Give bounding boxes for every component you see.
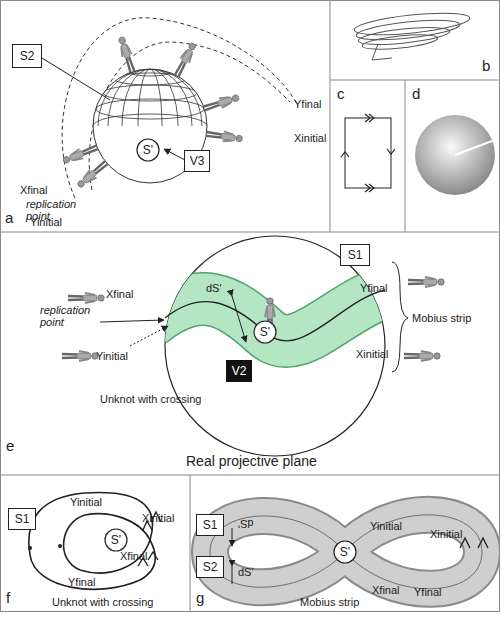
frame	[330, 0, 331, 232]
circled-symbol: S'	[136, 138, 160, 162]
leader-line	[42, 58, 110, 100]
text-label: replication point	[40, 304, 102, 328]
leader-arrow	[164, 149, 185, 160]
symbol-label: V3	[190, 154, 205, 168]
leader-arrow	[100, 320, 164, 322]
frame	[405, 80, 406, 232]
replication-dot	[28, 546, 32, 550]
symbol-label: S'	[260, 325, 270, 339]
text-label: Yfinal	[414, 586, 442, 598]
mobius-strip	[210, 515, 482, 589]
symbol-label: S1	[348, 248, 363, 262]
boxed-symbol: S2	[12, 44, 42, 68]
text-label: Yinitial	[370, 520, 402, 532]
panel-letter: a	[5, 212, 13, 224]
panel-caption: Real projective plane	[186, 455, 317, 467]
boxed-symbol: V2	[226, 360, 252, 382]
circle-outline	[254, 321, 276, 343]
sphere	[93, 69, 207, 183]
symbol-label: S'	[143, 143, 153, 157]
text-label: Yinitial	[96, 350, 128, 362]
text-label: Xfinal	[20, 184, 48, 196]
replication-dot	[58, 544, 62, 548]
dashed-path	[62, 18, 298, 198]
circled-symbol: S'	[253, 320, 277, 344]
brace	[392, 262, 408, 372]
text-label: Yinitial	[30, 216, 62, 228]
leader-arrow	[130, 326, 168, 346]
panel-letter: g	[196, 592, 204, 604]
circle-outline	[137, 139, 159, 161]
text-label: dS'	[238, 518, 254, 530]
boxed-symbol: S1	[340, 244, 370, 266]
symbol-label: S1	[203, 518, 218, 532]
symbol-label: S'	[111, 533, 121, 547]
text-label: Yfinal	[360, 282, 388, 294]
text-label: Yfinal	[294, 98, 322, 110]
text-label: Xinitial	[142, 512, 174, 524]
panel-letter: e	[6, 440, 14, 452]
text-label: Yfinal	[68, 576, 96, 588]
frame	[0, 475, 500, 476]
circle-outline	[105, 529, 127, 551]
boxed-symbol: S2	[196, 556, 224, 578]
unknot-loops	[29, 493, 155, 590]
text-label: Xfinal	[120, 550, 148, 562]
symbol-label: S2	[20, 49, 35, 63]
text-label: Yinitial	[70, 496, 102, 508]
text-label: Unknot with crossing	[100, 393, 202, 405]
text-label: Mobius strip	[300, 596, 359, 608]
text-label: dS'	[206, 282, 222, 294]
text-label: dS'	[238, 566, 254, 578]
circle-outline	[334, 541, 356, 563]
panel-letter: d	[412, 88, 420, 100]
text-label: Xfinal	[106, 288, 134, 300]
edge-arrows	[341, 114, 395, 192]
boxed-symbol: S1	[196, 514, 224, 536]
shaded-disk	[415, 115, 495, 195]
disk-slit	[455, 141, 492, 155]
width-arrow	[232, 296, 246, 342]
symbol-label: S1	[15, 512, 30, 526]
boxed-symbol: S1	[8, 508, 36, 530]
spiral-rings	[353, 9, 470, 60]
panel-letter: c	[337, 88, 345, 100]
human-figures	[62, 277, 444, 361]
symbol-label: S2	[203, 560, 218, 574]
text-label: Xinitial	[356, 348, 388, 360]
boxed-symbol: V3	[184, 150, 210, 172]
circled-symbol: S'	[333, 540, 357, 564]
frame	[190, 475, 191, 612]
text-label: Xinitial	[430, 528, 462, 540]
panel-letter: b	[482, 60, 490, 72]
frame	[0, 232, 500, 233]
wire-dome	[93, 68, 207, 183]
direction-arrows	[232, 528, 488, 584]
text-label: Xinitial	[294, 132, 326, 144]
text-label: Mobius strip	[412, 312, 471, 324]
frame	[330, 80, 500, 81]
circled-symbol: S'	[104, 528, 128, 552]
dashed-path	[89, 42, 290, 190]
text-label: Unknot with crossing	[52, 596, 154, 608]
human-figures	[62, 36, 243, 190]
text-label: Xfinal	[372, 584, 400, 596]
panel-letter: f	[6, 592, 10, 604]
symbol-label: V2	[232, 364, 247, 378]
symbol-label: S'	[340, 545, 350, 559]
square-identification	[345, 118, 391, 188]
